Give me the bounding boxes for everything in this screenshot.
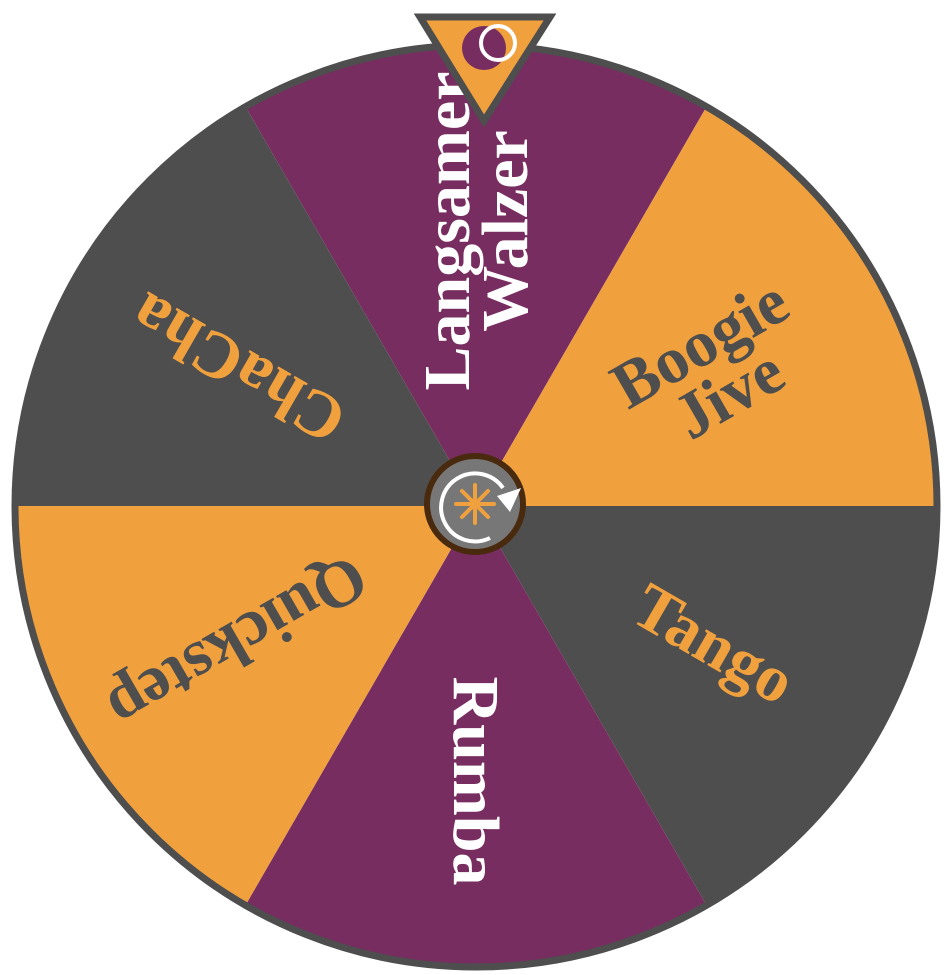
segment-label-line: Rumba: [439, 676, 512, 885]
wheel-segment: [476, 506, 937, 906]
asterisk-icon: [454, 483, 496, 525]
wheel-segment: [245, 44, 707, 506]
pointer-triangle-icon: [413, 13, 557, 128]
pointer-ring: [479, 24, 517, 62]
wheel-segment: [245, 506, 707, 968]
segment-label: Rumba: [439, 676, 512, 885]
spin-refresh-icon: [439, 471, 521, 544]
spin-button[interactable]: [424, 453, 526, 555]
segment-label: LangsamerWalzer: [411, 72, 542, 391]
wheel-segments: LangsamerWalzerBoogieJiveTangoRumbaQuick…: [15, 44, 937, 968]
segment-label-line: Walzer: [469, 130, 542, 332]
segment-label-line: Langsamer: [411, 72, 484, 391]
wheel-segment: [15, 506, 476, 906]
wheel-segment: [476, 106, 937, 506]
wheel-segment: [15, 106, 476, 506]
